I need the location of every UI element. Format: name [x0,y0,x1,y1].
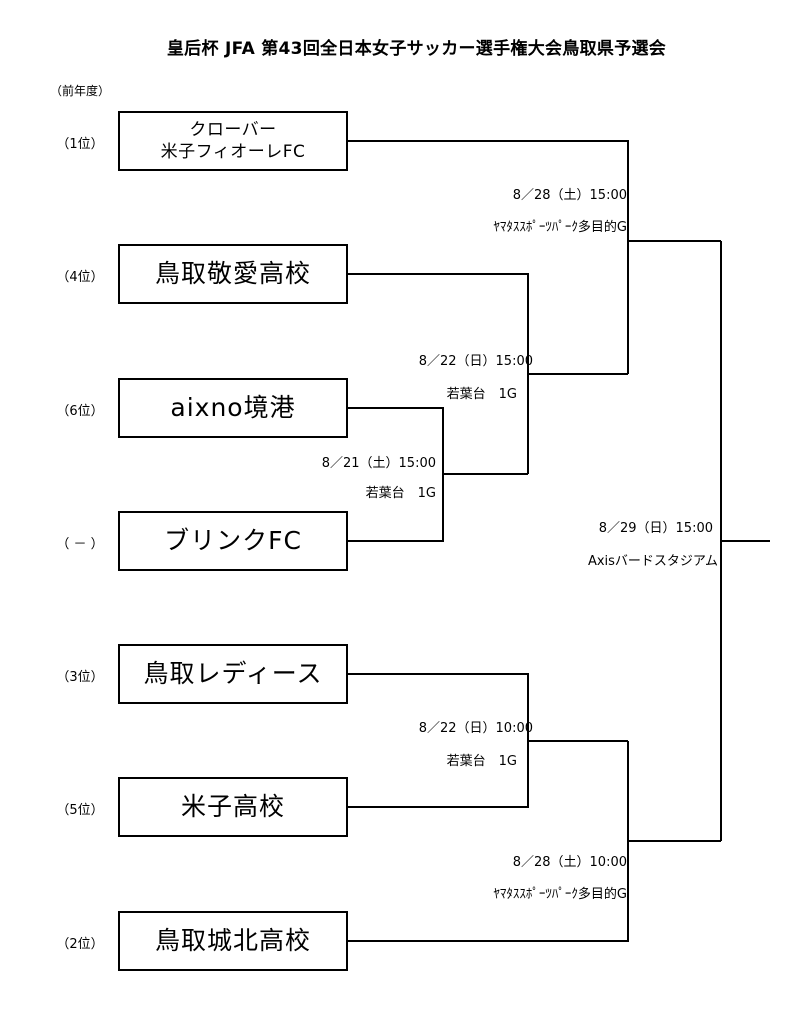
team-box-aixno-sakaiminato: aixno境港 [118,378,348,438]
team-box-tottori-ladies: 鳥取レディース [118,644,348,704]
team-box-yonago-high: 米子高校 [118,777,348,837]
final-match-venue: Axisバードスタジアム [587,554,718,569]
match-venue: ﾔﾏﾀｽｽﾎﾟｰﾂﾊﾟｰｸ多目的G [493,220,627,235]
team-name: クローバー 米子フィオーレFC [160,119,306,162]
team-rank: （2位） [56,937,104,952]
bracket-line-r1-aixno-brink [348,407,444,542]
team-rank: （ － ） [56,537,104,552]
match-venue: 若葉台 1G [446,754,517,769]
match-time: 8／28（土）15:00 [512,188,627,203]
match-time: 8／21（土）15:00 [321,456,436,471]
previous-year-header: （前年度） [50,84,111,98]
team-box-tottori-keiai: 鳥取敬愛高校 [118,244,348,304]
team-rank: （1位） [56,137,104,152]
team-rank: （4位） [56,270,104,285]
team-name: 鳥取城北高校 [154,926,311,955]
team-rank: （5位） [56,803,104,818]
match-venue: 若葉台 1G [446,387,517,402]
page-title: 皇后杯 JFA 第43回全日本女子サッカー選手権大会鳥取県予選会 [166,39,667,59]
match-time: 8／22（日）10:00 [418,721,533,736]
team-name: 米子高校 [180,792,285,821]
match-time: 8／28（土）10:00 [512,855,627,870]
bracket-line-r2b [348,673,529,808]
team-box-tottori-johoku: 鳥取城北高校 [118,911,348,971]
bracket-line-sf1 [348,140,629,374]
final-match-time: 8／29（日）15:00 [598,521,713,536]
match-venue: ﾔﾏﾀｽｽﾎﾟｰﾂﾊﾟｰｸ多目的G [493,887,627,902]
match-time: 8／22（日）15:00 [418,354,533,369]
team-box-clover-yonago-fiore: クローバー 米子フィオーレFC [118,111,348,171]
team-name: aixno境港 [170,393,296,422]
team-name: ブリンクFC [164,526,302,555]
team-box-brink-fc: ブリンクFC [118,511,348,571]
team-name: 鳥取敬愛高校 [154,259,311,288]
bracket-line-sf2 [348,741,629,942]
team-rank: （3位） [56,670,104,685]
team-name: 鳥取レディース [143,659,323,688]
bracket-line-r2-keiai [348,273,529,474]
team-rank: （6位） [56,404,104,419]
match-venue: 若葉台 1G [365,486,436,501]
